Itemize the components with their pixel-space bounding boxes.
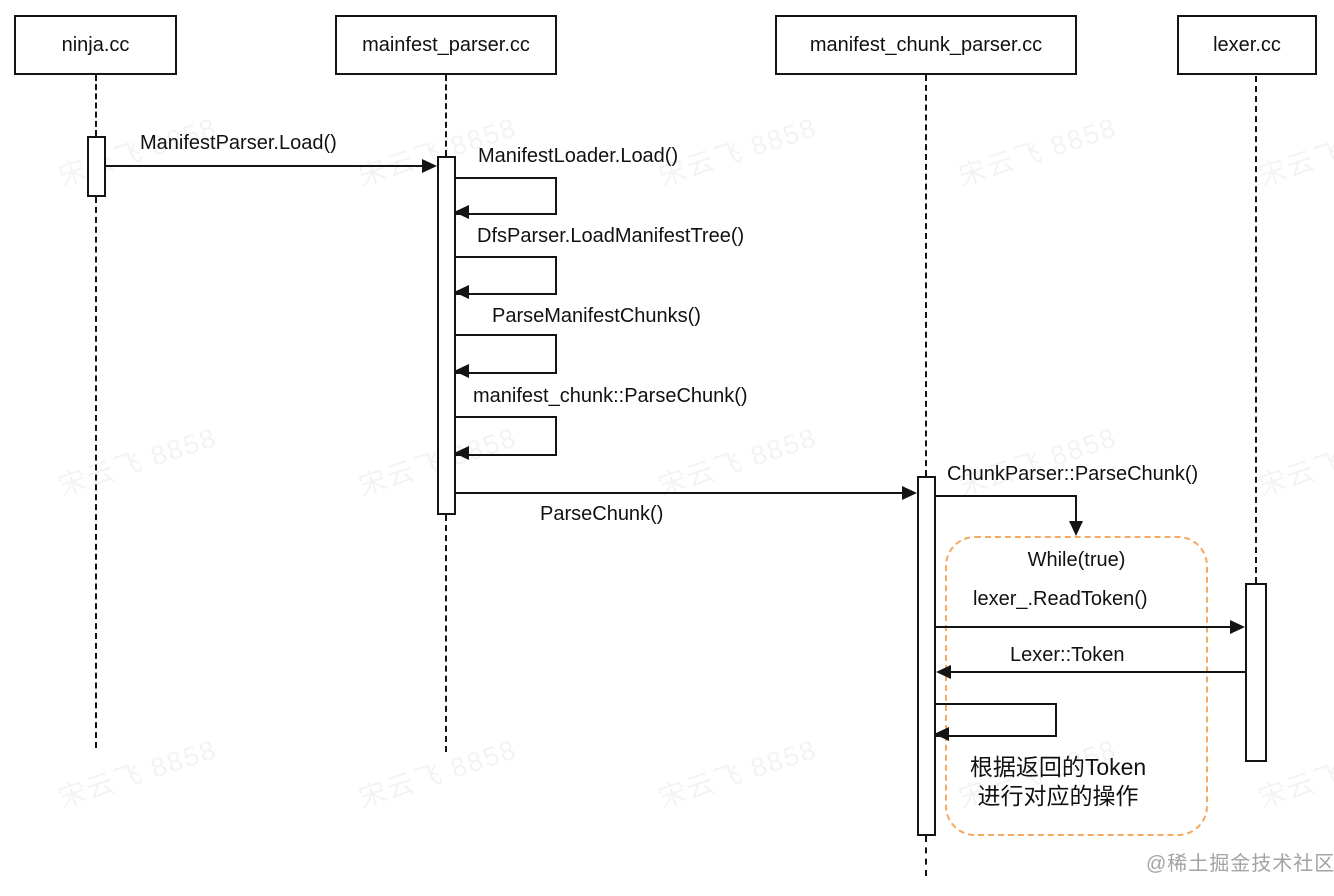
participant-box-lexer: lexer.cc (1177, 15, 1317, 75)
arrowhead-right-icon (422, 159, 437, 173)
self-call-manifest-loader-load (454, 177, 557, 219)
message-label-manifest-parser-load: ManifestParser.Load() (140, 132, 337, 154)
message-label-manifest-chunk-parse: manifest_chunk::ParseChunk() (473, 385, 748, 407)
arrow-line-parse-chunk (456, 492, 903, 494)
loop-note-line2: 进行对应的操作 (977, 783, 1139, 809)
participant-box-manifest-chunk-parser: manifest_chunk_parser.cc (775, 15, 1077, 75)
arrow-line-manifest-parser-load (106, 165, 424, 167)
arrowhead-left-icon (454, 364, 469, 378)
activation-manifest-chunk-parser (917, 476, 936, 836)
watermark-tile: 宋云飞 8858 (955, 112, 1121, 192)
lifeline-lexer (1255, 76, 1257, 583)
lifeline-mainfest-parser-top (445, 75, 447, 156)
loop-title: While(true) (1027, 549, 1126, 571)
watermark-tile: 宋云飞 8858 (55, 734, 221, 814)
activation-lexer (1245, 583, 1267, 762)
message-label-parse-chunk: ParseChunk() (540, 503, 664, 525)
watermark-tile: 宋云飞 8858 (1255, 112, 1334, 192)
self-call-parse-manifest-chunks (454, 334, 557, 378)
watermark-tile: 宋云飞 8858 (55, 422, 221, 502)
arrowhead-left-icon (454, 205, 469, 219)
arrowhead-right-icon (1230, 620, 1245, 634)
activation-mainfest-parser (437, 156, 456, 515)
message-label-manifest-loader-load: ManifestLoader.Load() (478, 145, 679, 167)
arrowhead-left-icon (934, 727, 949, 741)
lifeline-mainfest-parser-bottom (445, 515, 447, 752)
message-label-lexer-read-token: lexer_.ReadToken() (973, 588, 1148, 610)
lifeline-ninja-bottom (95, 197, 97, 748)
message-label-lexer-token: Lexer::Token (1010, 644, 1125, 666)
watermark-tile: 宋云飞 8858 (955, 422, 1121, 502)
self-call-manifest-chunk-parse (454, 416, 557, 460)
watermark-tile: 宋云飞 8858 (655, 422, 821, 502)
lifeline-manifest-chunk-parser-bottom (925, 836, 927, 876)
message-label-chunk-parser-parse: ChunkParser::ParseChunk() (947, 463, 1199, 485)
lifeline-manifest-chunk-parser-top (925, 75, 927, 476)
lifeline-ninja-top (95, 75, 97, 136)
arrowhead-left-icon (454, 285, 469, 299)
arrowhead-left-icon (454, 446, 469, 460)
arrow-line-lexer-read-token (936, 626, 1231, 628)
watermark-tile: 宋云飞 8858 (355, 734, 521, 814)
message-label-dfs-parser-load-tree: DfsParser.LoadManifestTree() (477, 225, 745, 247)
watermark-tile: 宋云飞 8858 (655, 734, 821, 814)
self-call-dfs-parser-load-tree (454, 256, 557, 299)
activation-ninja (87, 136, 106, 197)
elbow-line-vertical (1075, 495, 1077, 522)
arrowhead-down-icon (1069, 521, 1083, 536)
arrowhead-right-icon (902, 486, 917, 500)
message-label-parse-manifest-chunks: ParseManifestChunks() (492, 305, 701, 327)
elbow-line-horizontal (936, 495, 1077, 497)
participant-box-mainfest-parser: mainfest_parser.cc (335, 15, 557, 75)
loop-note: 根据返回的Token 进行对应的操作 (945, 753, 1171, 811)
arrowhead-left-icon (936, 665, 951, 679)
arrow-line-lexer-token (951, 671, 1245, 673)
loop-note-line1: 根据返回的Token (969, 754, 1147, 780)
credit-watermark: @稀土掘金技术社区 (1146, 853, 1334, 875)
watermark-tile: 宋云飞 8858 (655, 112, 821, 192)
loop-box-while-true (945, 536, 1208, 836)
watermark-tile: 宋云飞 8858 (1255, 422, 1334, 502)
self-call-handle-token (934, 703, 1057, 741)
participant-box-ninja: ninja.cc (14, 15, 177, 75)
